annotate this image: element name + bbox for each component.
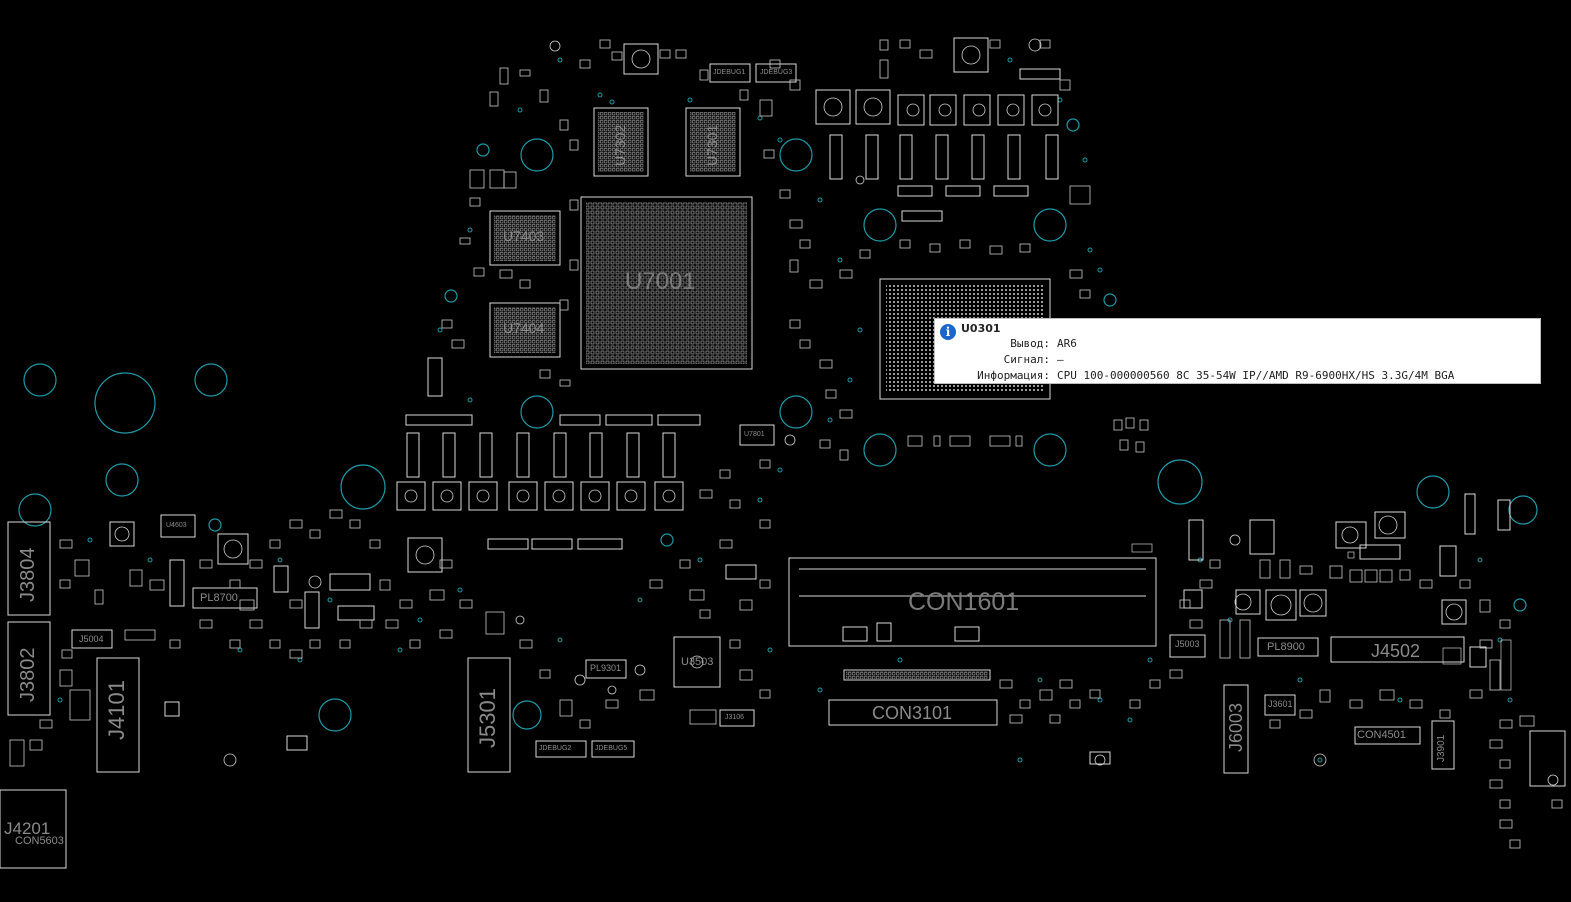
component-label-pl8900[interactable]: PL8900 xyxy=(1267,641,1305,653)
component-label-jdebug5[interactable]: JDEBUG5 xyxy=(595,745,628,752)
component-label-j4502[interactable]: J4502 xyxy=(1371,641,1421,661)
smd-parts xyxy=(9,39,1563,849)
info-icon: i xyxy=(940,324,956,340)
component-label-jdebug3[interactable]: JDEBUG3 xyxy=(760,69,793,76)
pin-headers xyxy=(1131,543,1512,691)
component-label-u3503[interactable]: U3503 xyxy=(681,656,714,668)
component-label-u7301[interactable]: U7301 xyxy=(704,124,720,166)
component-label-jdebug1[interactable]: JDEBUG1 xyxy=(713,69,746,76)
component-label-u7403[interactable]: U7403 xyxy=(503,228,545,244)
component-label-j3802[interactable]: J3802 xyxy=(17,647,39,703)
component-label-pl9301[interactable]: PL9301 xyxy=(590,663,622,673)
component-label-con4501[interactable]: CON4501 xyxy=(1357,729,1406,741)
component-label-jdebug2[interactable]: JDEBUG2 xyxy=(539,745,572,752)
component-label-con1601[interactable]: CON1601 xyxy=(908,588,1020,616)
tooltip-pin-label: Вывод: xyxy=(1010,337,1050,350)
component-label-con5603[interactable]: CON5603 xyxy=(15,835,64,847)
test-points xyxy=(114,38,1559,786)
component-label-con3101[interactable]: CON3101 xyxy=(872,703,953,723)
component-label-u7302[interactable]: U7302 xyxy=(612,124,628,166)
mounting-holes xyxy=(18,118,1538,732)
component-label-u7001[interactable]: U7001 xyxy=(625,268,696,295)
component-label-j6003[interactable]: J6003 xyxy=(1226,702,1246,752)
tooltip-pin-value: AR6 xyxy=(1057,337,1077,350)
component-label-j3106[interactable]: J3106 xyxy=(725,714,745,721)
component-label-j4101[interactable]: J4101 xyxy=(104,680,129,740)
component-outlines xyxy=(0,37,1566,869)
component-label-j4201[interactable]: J4201 xyxy=(4,819,51,838)
tooltip-row-pin: Вывод: AR6 xyxy=(935,337,1540,351)
component-label-j5003[interactable]: J5003 xyxy=(1175,639,1200,649)
tooltip-info-label: Информация: xyxy=(977,369,1050,382)
component-label-j5004[interactable]: J5004 xyxy=(79,634,104,644)
tooltip-signal-value: — xyxy=(1057,353,1064,366)
tooltip-info-value: CPU 100-000000560 8C 35-54W IP//AMD R9-6… xyxy=(1057,369,1455,382)
component-info-tooltip: i U0301 Вывод: AR6 Сигнал: — Информация:… xyxy=(934,318,1541,384)
component-label-u7404[interactable]: U7404 xyxy=(503,320,545,336)
component-label-u4603[interactable]: U4603 xyxy=(166,522,187,529)
tooltip-row-signal: Сигнал: — xyxy=(935,353,1540,367)
tooltip-row-info: Информация: CPU 100-000000560 8C 35-54W … xyxy=(935,369,1540,383)
component-label-pl8700[interactable]: PL8700 xyxy=(200,592,238,604)
component-label-u7801[interactable]: U7801 xyxy=(744,431,765,438)
tooltip-signal-label: Сигнал: xyxy=(1003,353,1050,366)
tooltip-ref: U0301 xyxy=(961,322,1001,335)
component-label-j3804[interactable]: J3804 xyxy=(17,547,39,603)
vias xyxy=(57,57,1513,763)
component-label-j3601[interactable]: J3601 xyxy=(1268,699,1293,709)
component-label-j5301[interactable]: J5301 xyxy=(475,688,500,748)
component-label-j3901[interactable]: J3901 xyxy=(1436,734,1447,762)
